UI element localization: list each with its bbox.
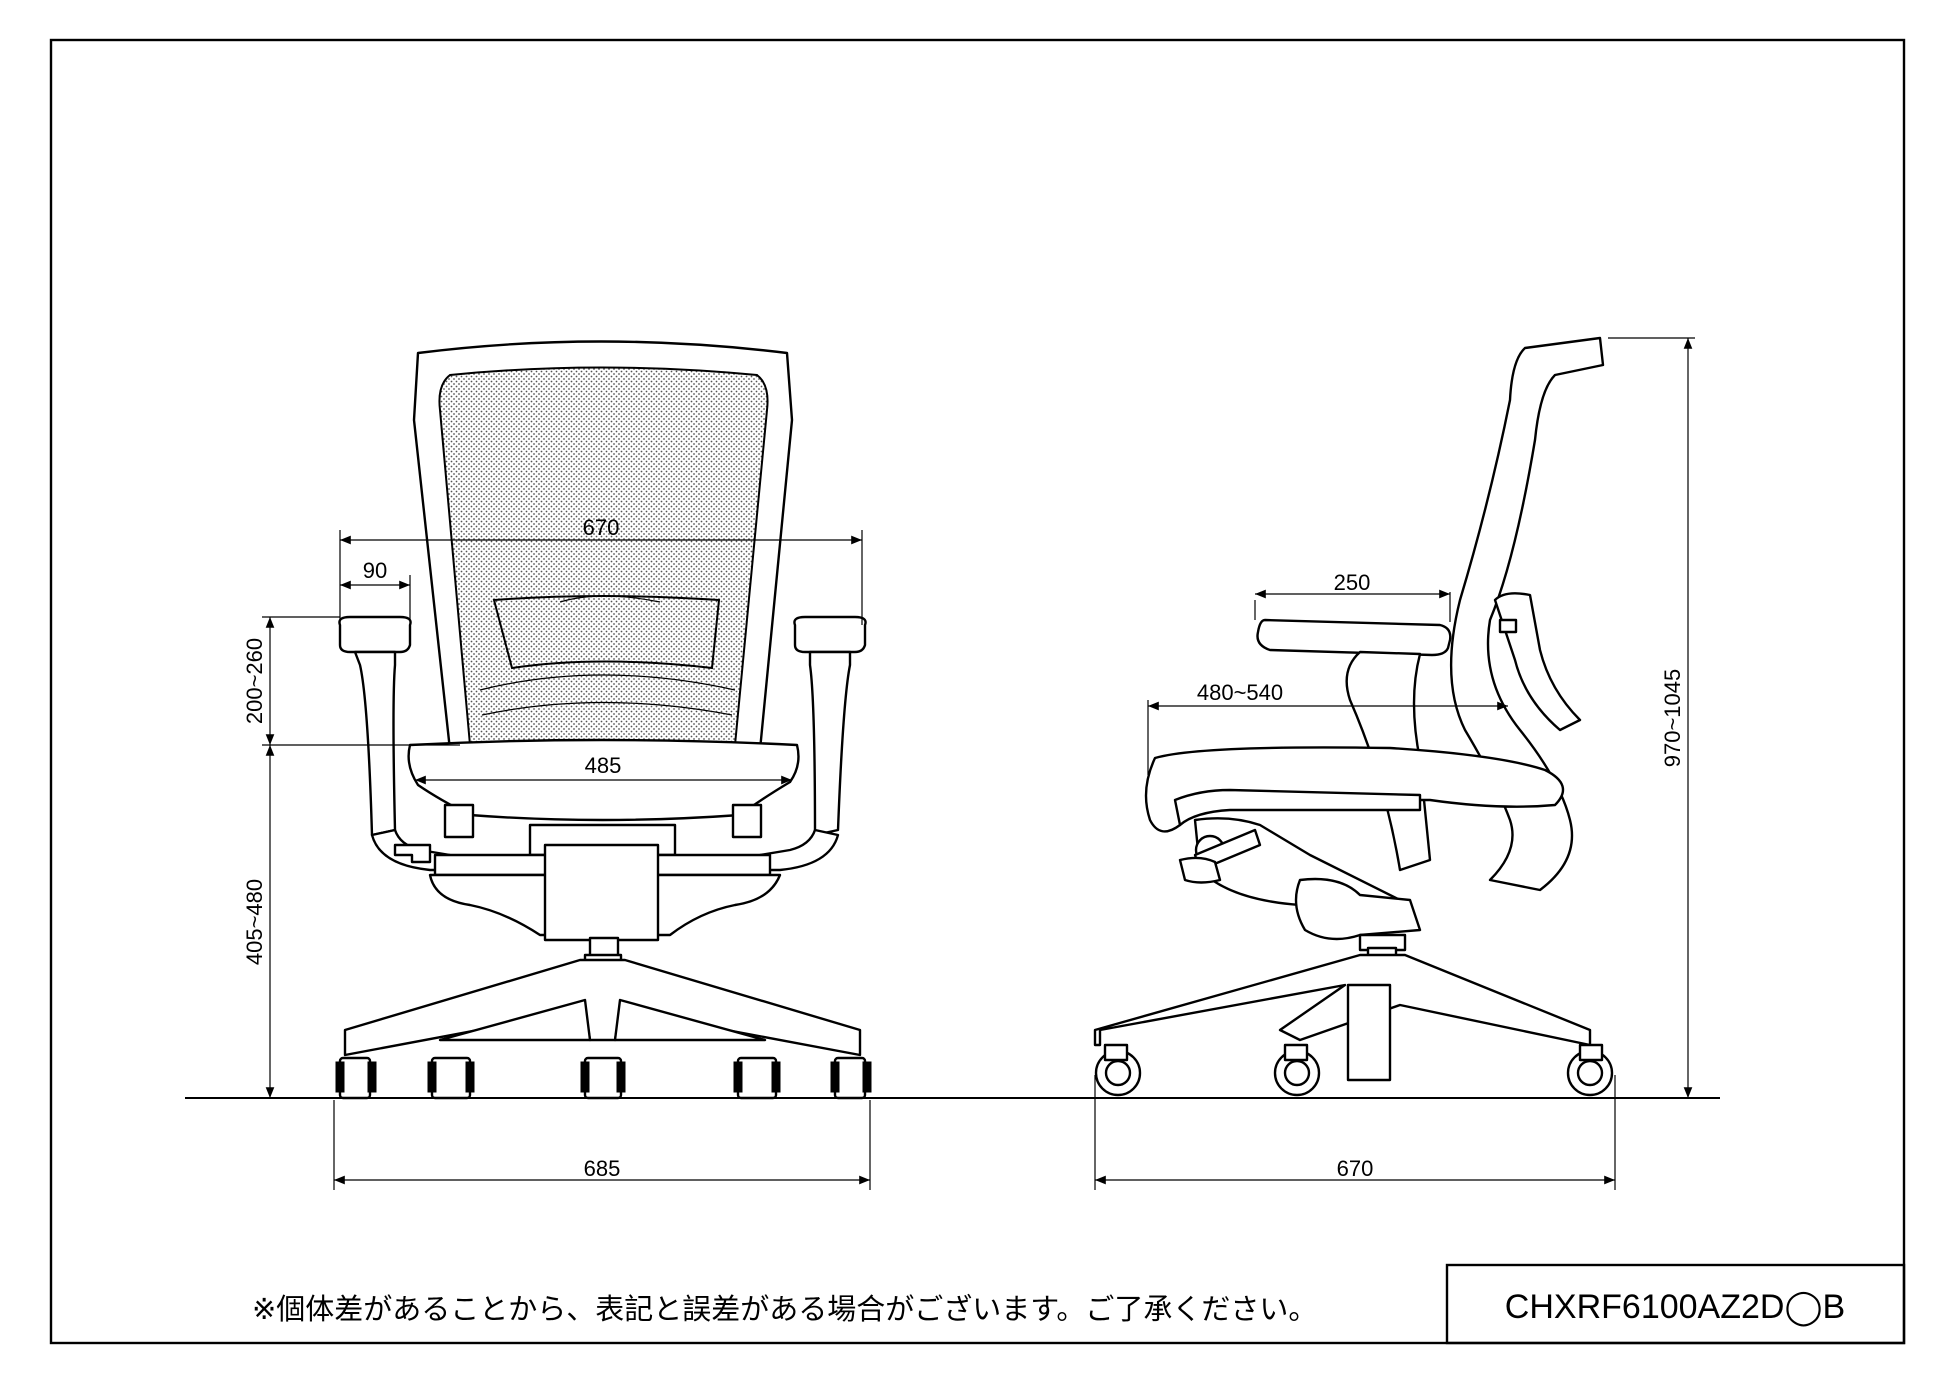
side-armrest: [1256, 618, 1452, 657]
front-right-armrest: [758, 615, 867, 872]
dim-side-overall-height: 970~1045: [1660, 669, 1685, 768]
dim-front-armrest-width: 90: [363, 558, 387, 583]
dim-side-armrest-depth: 250: [1334, 570, 1371, 595]
model-code: CHXRF6100AZ2D◯B: [1505, 1288, 1845, 1327]
dim-front-overall-width: 670: [583, 515, 620, 540]
front-left-armrest: [338, 615, 452, 872]
dim-side-overall-depth: 670: [1337, 1156, 1374, 1181]
front-lumbar-support: [492, 595, 721, 670]
dim-front-base-width: 685: [584, 1156, 621, 1181]
side-mechanism: [1294, 877, 1422, 941]
side-casters: [1094, 1043, 1614, 1097]
side-seat: [1144, 746, 1565, 833]
dim-front-armrest-height: 200~260: [242, 638, 267, 724]
side-backrest-frame: [1449, 336, 1605, 892]
front-casters: [335, 1056, 872, 1100]
dim-front-seat-height: 405~480: [242, 879, 267, 965]
model-code-box: [1445, 1263, 1906, 1345]
front-base: [343, 958, 862, 1057]
dim-side-seat-depth: 480~540: [1197, 680, 1283, 705]
front-view-chair: [335, 340, 872, 1100]
side-base: [1093, 953, 1592, 1047]
sheet-border: [49, 38, 1906, 1345]
side-view-chair: [1093, 336, 1614, 1097]
footer-disclaimer: ※個体差があることから、表記と誤差がある場合がございます。ご了承ください。: [252, 1292, 1317, 1326]
front-mechanism-housing: [543, 843, 660, 942]
dim-front-seat-width: 485: [585, 753, 622, 778]
